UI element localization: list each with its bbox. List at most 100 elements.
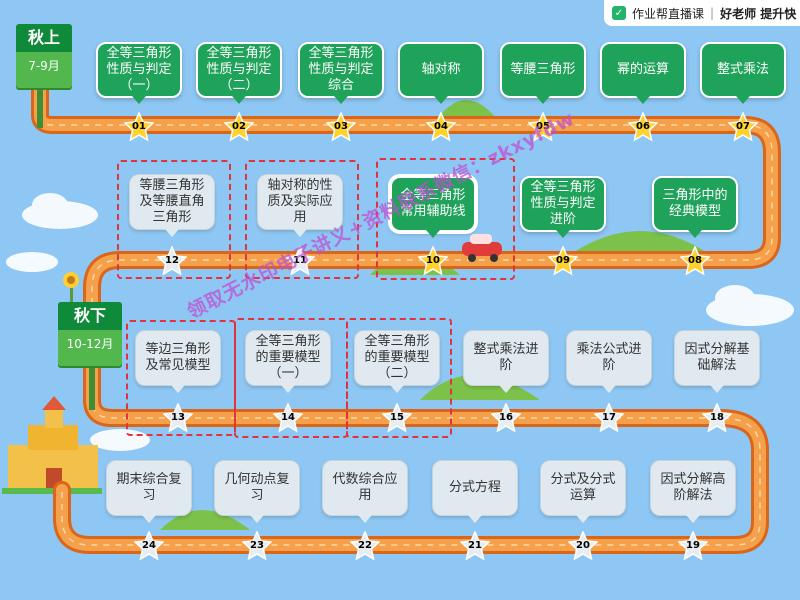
star-number: 05 xyxy=(536,121,550,132)
lesson-title: 乘法公式进阶 xyxy=(576,342,642,373)
car-decoration xyxy=(462,234,502,262)
star-number: 09 xyxy=(556,255,570,266)
lesson-title: 全等三角形常用辅助线 xyxy=(400,188,466,219)
star-marker-09: 09 xyxy=(548,246,578,276)
castle-decoration xyxy=(2,396,102,494)
star-marker-22: 22 xyxy=(350,531,380,561)
lesson-title: 轴对称 xyxy=(421,62,461,77)
lesson-title: 代数综合应用 xyxy=(332,472,398,503)
lesson-card-15[interactable]: 全等三角形的重要模型（二） xyxy=(354,330,440,393)
star-marker-11: 11 xyxy=(285,246,315,276)
lesson-title: 三角形中的经典模型 xyxy=(662,188,728,219)
brand-tagline: 好老师 提升快 xyxy=(720,6,797,21)
star-number: 11 xyxy=(293,255,307,266)
highlight-frame-11 xyxy=(245,160,359,279)
lesson-title: 等边三角形及常见模型 xyxy=(145,342,211,373)
season-range: 7-9月 xyxy=(28,59,60,73)
lesson-card-14[interactable]: 全等三角形的重要模型（一） xyxy=(245,330,331,393)
lesson-card-04[interactable]: 轴对称 xyxy=(398,42,484,104)
star-number: 16 xyxy=(499,412,513,423)
lesson-title: 分式及分式运算 xyxy=(550,472,616,503)
lesson-title: 全等三角形性质与判定进阶 xyxy=(530,180,596,227)
star-marker-08: 08 xyxy=(680,246,710,276)
star-number: 08 xyxy=(688,255,702,266)
star-marker-04: 04 xyxy=(426,112,456,142)
lesson-card-18[interactable]: 因式分解基础解法 xyxy=(674,330,760,393)
lesson-card-19[interactable]: 因式分解高阶解法 xyxy=(650,460,736,523)
star-marker-19: 19 xyxy=(678,531,708,561)
star-number: 22 xyxy=(358,540,372,551)
star-number: 06 xyxy=(636,121,650,132)
lesson-card-02[interactable]: 全等三角形性质与判定（二） xyxy=(196,42,282,104)
star-marker-24: 24 xyxy=(134,531,164,561)
lesson-card-05[interactable]: 等腰三角形 xyxy=(500,42,586,104)
lesson-title: 整式乘法 xyxy=(716,62,769,77)
star-number: 14 xyxy=(281,412,295,423)
season-range: 10-12月 xyxy=(66,337,114,351)
lesson-title: 轴对称的性质及实际应用 xyxy=(267,178,333,225)
star-marker-20: 20 xyxy=(568,531,598,561)
lesson-card-03[interactable]: 全等三角形性质与判定综合 xyxy=(298,42,384,104)
lesson-title: 几何动点复习 xyxy=(224,472,290,503)
star-marker-13: 13 xyxy=(163,403,193,433)
highlight-frame-10 xyxy=(376,158,515,280)
lesson-title: 全等三角形的重要模型（二） xyxy=(364,334,430,381)
highlight-frame-12 xyxy=(117,160,231,279)
brand-banner: ✓ 作业帮直播课 | 好老师 提升快 xyxy=(604,0,800,26)
lesson-card-24[interactable]: 期末综合复习 xyxy=(106,460,192,523)
lesson-title: 全等三角形性质与判定综合 xyxy=(308,46,374,93)
lesson-title: 期末综合复习 xyxy=(116,472,182,503)
lesson-card-22[interactable]: 代数综合应用 xyxy=(322,460,408,523)
star-marker-23: 23 xyxy=(242,531,272,561)
star-marker-16: 16 xyxy=(491,403,521,433)
star-marker-10: 10 xyxy=(418,246,448,276)
star-number: 01 xyxy=(132,121,146,132)
star-marker-14: 14 xyxy=(273,403,303,433)
lesson-card-07[interactable]: 整式乘法 xyxy=(700,42,786,104)
star-number: 13 xyxy=(171,412,185,423)
lesson-card-06[interactable]: 幂的运算 xyxy=(600,42,686,104)
lesson-title: 等腰三角形及等腰直角三角形 xyxy=(139,178,205,225)
lesson-card-23[interactable]: 几何动点复习 xyxy=(214,460,300,523)
lesson-title: 幂的运算 xyxy=(616,62,669,77)
lesson-card-20[interactable]: 分式及分式运算 xyxy=(540,460,626,523)
star-marker-21: 21 xyxy=(460,531,490,561)
star-marker-17: 17 xyxy=(594,403,624,433)
lesson-card-08[interactable]: 三角形中的经典模型 xyxy=(652,176,738,238)
season-pole xyxy=(89,365,95,410)
season-name: 秋上 xyxy=(16,24,72,52)
star-marker-06: 06 xyxy=(628,112,658,142)
star-marker-18: 18 xyxy=(702,403,732,433)
star-number: 07 xyxy=(736,121,750,132)
lesson-card-11[interactable]: 轴对称的性质及实际应用 xyxy=(257,174,343,237)
season-sign-autumn-1: 秋上 7-9月 xyxy=(16,24,72,88)
brand-logo-icon: ✓ xyxy=(612,6,626,20)
lesson-card-10[interactable]: 全等三角形常用辅助线 xyxy=(390,176,476,238)
star-number: 21 xyxy=(468,540,482,551)
star-number: 20 xyxy=(576,540,590,551)
star-number: 18 xyxy=(710,412,724,423)
sunflower-decoration xyxy=(63,272,79,304)
lesson-card-01[interactable]: 全等三角形性质与判定（一） xyxy=(96,42,182,104)
lesson-title: 整式乘法进阶 xyxy=(473,342,539,373)
star-marker-12: 12 xyxy=(157,246,187,276)
season-name: 秋下 xyxy=(58,302,122,330)
lesson-title: 全等三角形性质与判定（一） xyxy=(106,46,172,93)
lesson-card-12[interactable]: 等腰三角形及等腰直角三角形 xyxy=(129,174,215,237)
cloud-decoration xyxy=(6,193,794,451)
lesson-card-09[interactable]: 全等三角形性质与判定进阶 xyxy=(520,176,606,238)
star-number: 17 xyxy=(602,412,616,423)
lesson-card-21[interactable]: 分式方程 xyxy=(432,460,518,523)
star-number: 10 xyxy=(426,255,440,266)
lesson-card-17[interactable]: 乘法公式进阶 xyxy=(566,330,652,393)
star-marker-03: 03 xyxy=(326,112,356,142)
star-marker-07: 07 xyxy=(728,112,758,142)
lesson-title: 分式方程 xyxy=(448,480,501,495)
star-marker-05: 05 xyxy=(528,112,558,142)
lesson-card-16[interactable]: 整式乘法进阶 xyxy=(463,330,549,393)
star-marker-15: 15 xyxy=(382,403,412,433)
star-number: 04 xyxy=(434,121,448,132)
lesson-card-13[interactable]: 等边三角形及常见模型 xyxy=(135,330,221,393)
